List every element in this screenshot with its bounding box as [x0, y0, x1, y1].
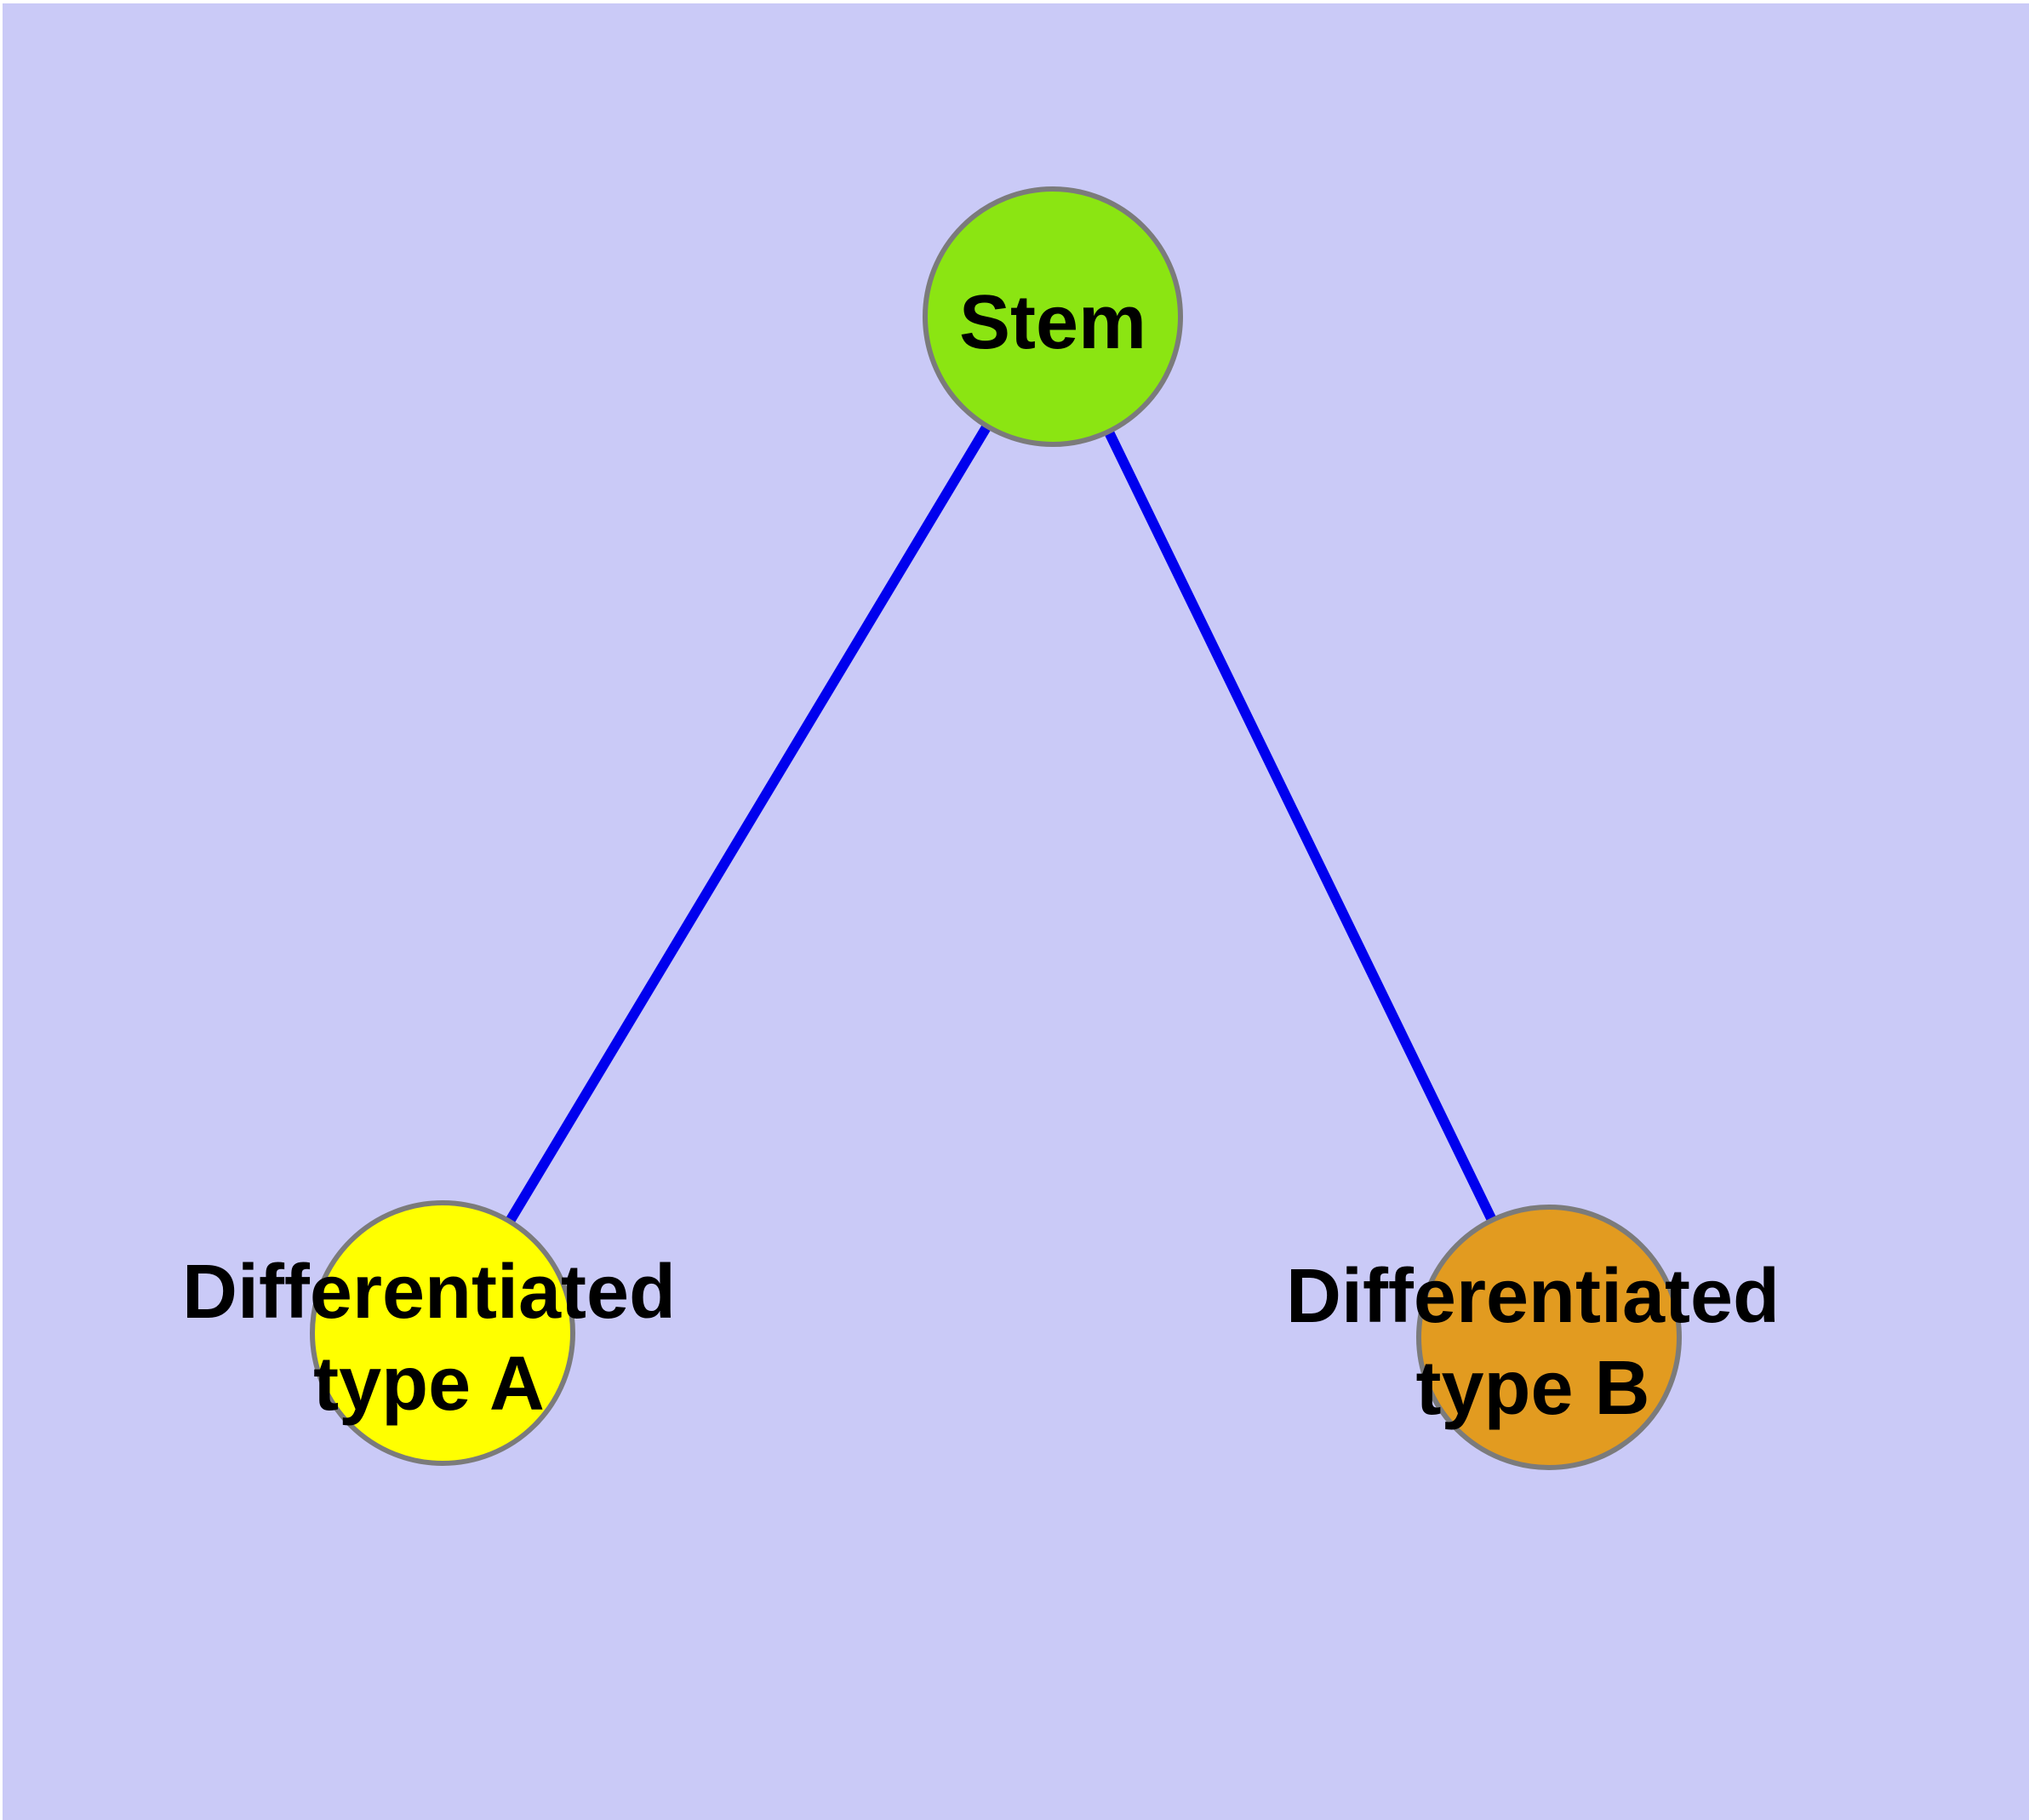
node-differentiated-type-a: Differentiated type A [182, 1200, 676, 1466]
type-b-node-circle [1416, 1205, 1682, 1470]
type-b-node-label-line-1: Differentiated [1286, 1254, 1780, 1339]
node-differentiated-type-b: Differentiated type B [1286, 1205, 1780, 1470]
edge-stem-to-type-a [437, 313, 1058, 1336]
type-a-node-label-line-1: Differentiated [182, 1250, 676, 1335]
stem-node-circle [923, 186, 1183, 447]
edge-stem-to-type-b [1048, 314, 1554, 1340]
node-stem: Stem [923, 186, 1183, 447]
type-a-node-label-line-2: type A [313, 1342, 545, 1427]
type-b-node-label-line-2: type B [1415, 1346, 1649, 1431]
edge-layer [437, 313, 1554, 1340]
stem-node-label: Stem [959, 280, 1146, 365]
type-a-node-circle [310, 1200, 575, 1466]
